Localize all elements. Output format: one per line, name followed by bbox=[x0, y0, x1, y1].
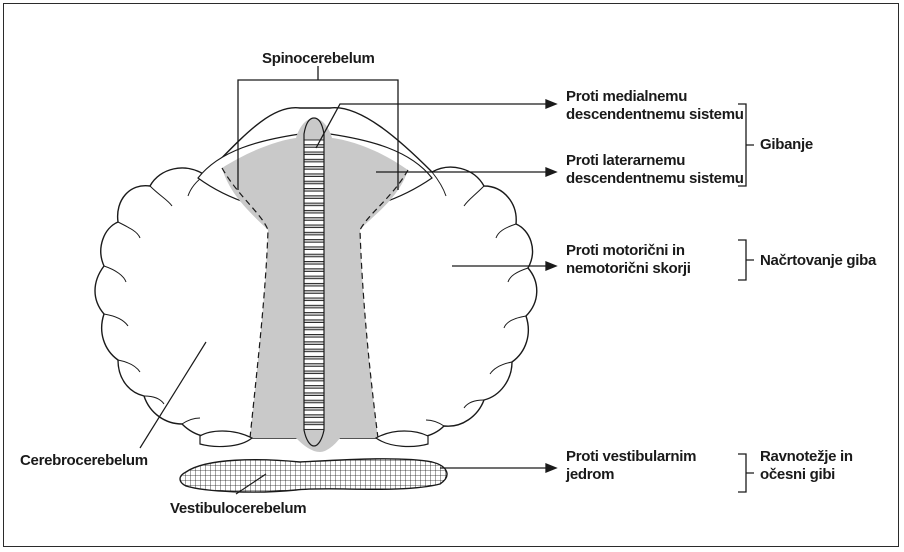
label-ravnotezje-line1: Ravnotežje in bbox=[760, 448, 853, 465]
vermis-folium bbox=[304, 396, 324, 401]
vermis-folium bbox=[304, 417, 324, 422]
vermis-folium bbox=[304, 242, 324, 247]
label-lateral-line2: descendentnemu sistemu bbox=[566, 170, 744, 187]
vermis-folium bbox=[304, 140, 324, 145]
vermis-folium bbox=[304, 191, 324, 196]
vermis-folium bbox=[304, 323, 324, 328]
label-motor-line1: Proti motorični in bbox=[566, 242, 685, 259]
vermis-folium bbox=[304, 388, 324, 393]
label-spinocerebelum: Spinocerebelum bbox=[262, 50, 375, 67]
vermis-folium bbox=[304, 162, 324, 167]
vermis-folium bbox=[304, 264, 324, 269]
vermis-folium bbox=[304, 366, 324, 371]
right-brackets bbox=[738, 104, 754, 492]
vermis-folium bbox=[304, 206, 324, 211]
vermis-folium bbox=[304, 235, 324, 240]
vermis-folium bbox=[304, 410, 324, 415]
vermis-folium bbox=[304, 381, 324, 386]
vermis-folium bbox=[304, 425, 324, 430]
label-cerebrocerebelum: Cerebrocerebelum bbox=[20, 452, 148, 469]
vermis-folium bbox=[304, 301, 324, 306]
vermis-folium bbox=[304, 198, 324, 203]
label-ravnotezje-line2: očesni gibi bbox=[760, 466, 835, 483]
vermis-folium bbox=[304, 257, 324, 262]
label-medial-line2: descendentnemu sistemu bbox=[566, 106, 744, 123]
vermis-folium bbox=[304, 315, 324, 320]
vermis-folium bbox=[304, 250, 324, 255]
vermis-folium bbox=[304, 169, 324, 174]
vermis-folium bbox=[304, 330, 324, 335]
vermis-folium bbox=[304, 374, 324, 379]
vermis-folium bbox=[304, 308, 324, 313]
vermis-folium bbox=[304, 344, 324, 349]
vermis-folium bbox=[304, 184, 324, 189]
vermis-folium bbox=[304, 293, 324, 298]
label-gibanje: Gibanje bbox=[760, 136, 813, 153]
vermis-folium bbox=[304, 213, 324, 218]
label-vestibulocerebelum: Vestibulocerebelum bbox=[170, 500, 306, 517]
label-vestibular-line2: jedrom bbox=[566, 466, 614, 483]
vermis-folium bbox=[304, 286, 324, 291]
vermis-folium bbox=[304, 271, 324, 276]
label-motor-line2: nemotorični skorji bbox=[566, 260, 691, 277]
vermis-folium bbox=[304, 220, 324, 225]
vermis-folium bbox=[304, 177, 324, 182]
label-lateral-line1: Proti laterarnemu bbox=[566, 152, 685, 169]
vermis-folium bbox=[304, 359, 324, 364]
label-medial-line1: Proti medialnemu bbox=[566, 88, 687, 105]
vermis-folium bbox=[304, 352, 324, 357]
vermis-folium bbox=[304, 279, 324, 284]
vermis-folium bbox=[304, 147, 324, 152]
label-nacrtovanje: Načrtovanje giba bbox=[760, 252, 876, 269]
vermis-folium bbox=[304, 155, 324, 160]
vermis-folium bbox=[304, 228, 324, 233]
label-vestibular-line1: Proti vestibularnim bbox=[566, 448, 696, 465]
vermis-folium bbox=[304, 337, 324, 342]
vermis-folium bbox=[304, 403, 324, 408]
flocculonodular-lobe bbox=[180, 459, 447, 492]
